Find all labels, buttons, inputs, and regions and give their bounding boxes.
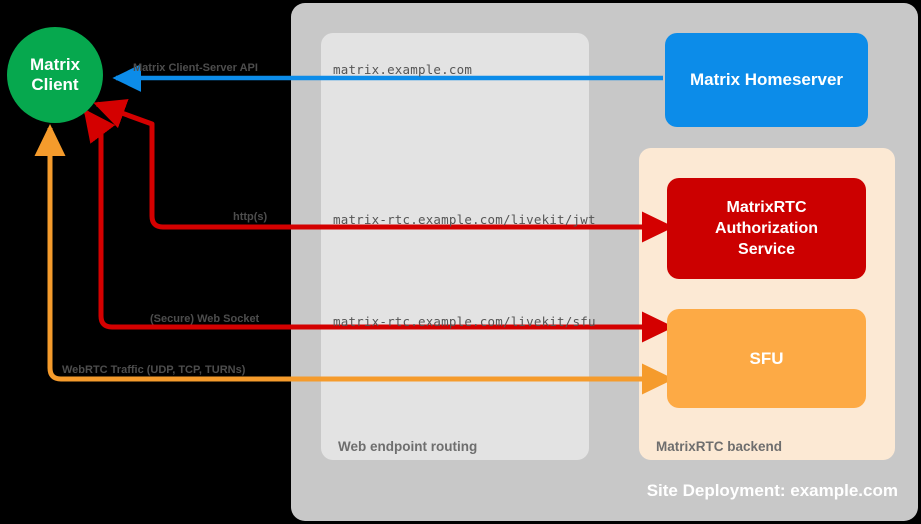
web-endpoint-routing-panel (321, 33, 589, 460)
edge-webrtc-traffic (34, 123, 675, 395)
web-endpoint-routing-caption: Web endpoint routing (338, 439, 478, 454)
endpoint-url-matrix: matrix.example.com (333, 62, 473, 77)
auth-service-label-line1: MatrixRTC (726, 199, 807, 216)
edge-label-webrtc-traffic: WebRTC Traffic (UDP, TCP, TURNs) (62, 364, 246, 376)
matrix-homeserver-label: Matrix Homeserver (689, 70, 844, 89)
matrix-client-label-line2: Client (31, 75, 79, 94)
matrix-client-label-line1: Matrix (29, 55, 81, 74)
endpoint-url-livekit-sfu: matrix-rtc.example.com/livekit/sfu (333, 314, 596, 329)
matrixrtc-backend-caption: MatrixRTC backend (656, 439, 783, 454)
node-sfu[interactable]: SFU (667, 309, 866, 408)
auth-service-label-line2: Authorization (714, 220, 819, 237)
node-matrixrtc-authorization-service[interactable]: MatrixRTC Authorization Service (667, 178, 866, 279)
site-deployment-caption: Site Deployment: example.com (646, 481, 898, 500)
edge-label-client-server-api: Matrix Client-Server API (133, 62, 258, 74)
edge-label-web-socket: (Secure) Web Socket (150, 313, 260, 325)
edge-label-https: http(s) (233, 211, 268, 223)
edge-https-jwt (93, 99, 675, 243)
auth-service-label-line3: Service (738, 241, 795, 258)
node-matrix-homeserver[interactable]: Matrix Homeserver (665, 33, 868, 127)
sfu-label: SFU (749, 348, 784, 368)
node-matrix-client[interactable]: Matrix Client (7, 27, 103, 123)
endpoint-url-livekit-jwt: matrix-rtc.example.com/livekit/jwt (333, 212, 596, 227)
